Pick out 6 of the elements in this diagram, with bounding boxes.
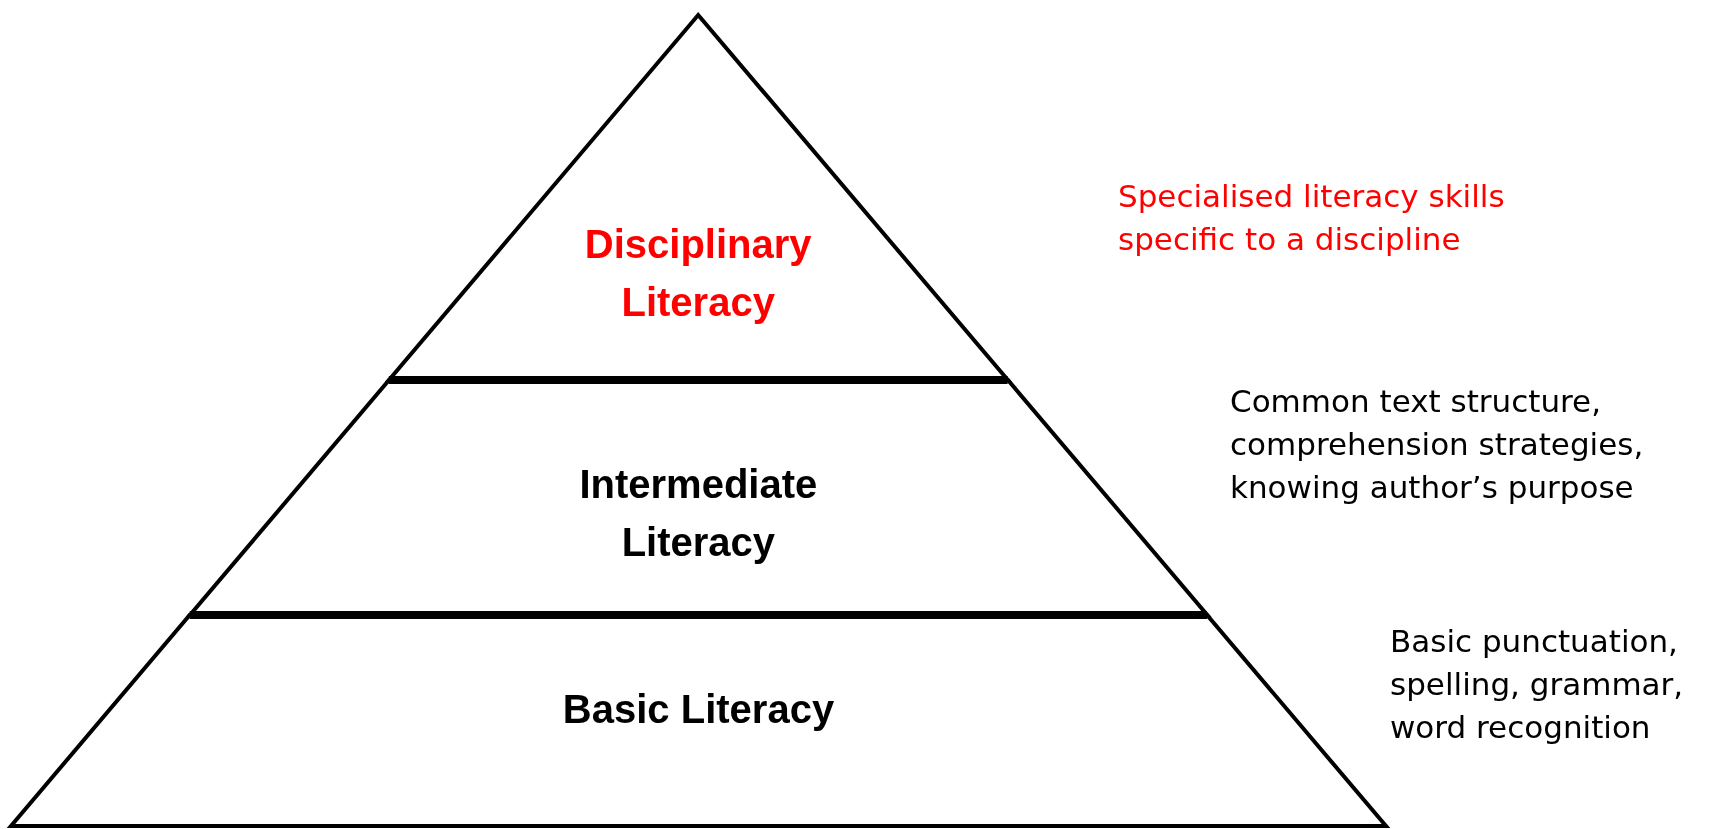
tier-description: Common text structure, comprehension strategies, knowing author’s purpose	[1230, 382, 1645, 507]
tier-label: Intermediate Literacy	[578, 461, 819, 566]
tier-description: Specialised literacy skills specific to a discipline	[1118, 177, 1506, 259]
tier-label: Disciplinary Literacy	[583, 221, 813, 326]
tier-description: Basic punctuation, spelling, grammar, word recognition	[1390, 622, 1685, 747]
tier-label: Basic Literacy	[561, 686, 836, 733]
